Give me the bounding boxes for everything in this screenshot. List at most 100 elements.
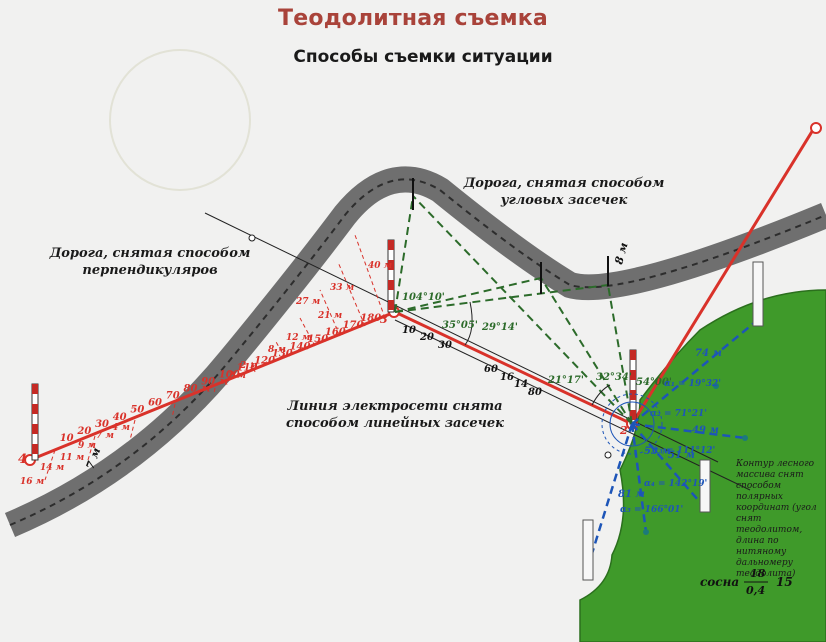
- station-label: 140: [290, 341, 311, 352]
- svg-text:21°17': 21°17': [547, 375, 584, 386]
- page-title: Теодолитная съемка: [278, 6, 548, 31]
- station-label: 60: [148, 398, 162, 409]
- svg-text:51 м: 51 м: [668, 450, 695, 461]
- svg-text:104°10': 104°10': [402, 292, 445, 303]
- offset-label: 9 м: [78, 441, 96, 451]
- segment2-labels: 10 20 30 60 16 14 80: [402, 325, 542, 398]
- svg-text:32°34': 32°34': [596, 372, 632, 383]
- page-subtitle: Способы съемки ситуации: [293, 47, 553, 67]
- svg-text:74 м: 74 м: [695, 348, 722, 359]
- svg-text:14: 14: [514, 379, 528, 390]
- tree-label: сосна 18 0,4 15: [700, 567, 793, 597]
- offset-label: 4 м: [112, 423, 130, 433]
- point-label-3: 3: [380, 313, 388, 326]
- offset-label: 12 м: [286, 333, 311, 343]
- offset-label: 14 м: [40, 463, 65, 473]
- background-decoration: [109, 49, 251, 191]
- offset-label: 7 м: [96, 431, 114, 441]
- station-label: 130: [272, 348, 293, 359]
- offset-labels: 16 м14 м11 м9 м7 м4 м2 м2 м8 м12 м27 м21…: [20, 261, 393, 487]
- station-label: 30: [95, 419, 109, 430]
- svg-text:дальномеру: дальномеру: [736, 558, 794, 568]
- offset-label: 33 м: [330, 283, 355, 293]
- station-label: 170: [343, 320, 364, 331]
- survey-pole-3: [387, 239, 395, 313]
- caption-road-perp-1: Дорога, снятая способом: [49, 246, 251, 261]
- svg-text:29°14': 29°14': [481, 322, 518, 333]
- svg-text:53 м: 53 м: [644, 446, 671, 457]
- survey-pole-4: [31, 383, 39, 461]
- svg-text:длина по: длина по: [736, 536, 779, 546]
- angle-labels: 104°10' 35°05' 29°14' 21°17' 32°34' 54°0…: [402, 292, 672, 388]
- station-label: 100: [219, 370, 240, 381]
- svg-text:координат (угол: координат (угол: [736, 502, 817, 513]
- svg-text:теодолитом,: теодолитом,: [736, 525, 802, 535]
- svg-text:α₄ = 142°19': α₄ = 142°19': [644, 479, 707, 489]
- svg-text:α₃ = 111°12': α₃ = 111°12': [652, 446, 715, 456]
- measure-line-2: [394, 319, 751, 491]
- angle-rays: [394, 195, 633, 425]
- station-label: 70: [166, 391, 180, 402]
- station-label: 10: [60, 433, 74, 444]
- caption-forest: Контур лесного массива снят способом пол…: [735, 459, 817, 579]
- svg-text:снят: снят: [736, 514, 761, 524]
- station-label: 50: [130, 405, 144, 416]
- station-label: 110: [237, 362, 258, 373]
- station-label: 90 м: [201, 377, 228, 388]
- svg-text:теодолита): теодолита): [736, 568, 796, 579]
- svg-text:10: 10: [402, 325, 416, 336]
- svg-text:массива снят: массива снят: [736, 470, 804, 480]
- svg-text:сосна: сосна: [700, 575, 739, 589]
- station-label: 150: [307, 334, 328, 345]
- caption-power-line-2: способом линейных засечек: [286, 416, 504, 431]
- point-marker-1: [810, 122, 822, 134]
- road-ticks: [412, 178, 609, 294]
- svg-text:полярных: полярных: [736, 492, 783, 502]
- offset-label: 2 м: [227, 371, 246, 381]
- perpendicular-offsets: [44, 234, 386, 481]
- offset-label: 27 м: [295, 297, 321, 307]
- offset-label: 16 м: [20, 477, 45, 487]
- svg-text:35°05': 35°05': [442, 320, 478, 331]
- offset-label: 11 м: [60, 453, 85, 463]
- point-label-4: 4: [18, 452, 27, 467]
- svg-text:α₅ = 166°01': α₅ = 166°01': [620, 505, 683, 515]
- svg-text:54°00': 54°00': [636, 377, 672, 388]
- station-label: 160: [325, 327, 346, 338]
- caption-road-perp-2: перпендикуляров: [82, 263, 217, 278]
- svg-text:15: 15: [776, 575, 793, 589]
- caption-power-line-1: Линия электросети снята: [286, 399, 502, 414]
- road-width-label: 8 м: [612, 241, 630, 266]
- polar-rays: [588, 317, 761, 561]
- station-label: 120: [254, 355, 275, 366]
- station-label: 20: [76, 426, 91, 437]
- svg-text:20: 20: [419, 332, 434, 343]
- level-rod-2: [582, 519, 594, 581]
- traverse-line: [29, 124, 818, 462]
- svg-text:0,4: 0,4: [746, 584, 765, 597]
- svg-text:нитяному: нитяному: [736, 547, 787, 557]
- svg-text:18: 18: [750, 567, 766, 580]
- svg-text:α₁ = 19°32': α₁ = 19°32': [664, 379, 721, 389]
- polar-angle-arcs: [601, 393, 663, 455]
- caption-road-angle-1: Дорога, снятая способом: [463, 176, 665, 191]
- svg-text:α₂ = 71°21': α₂ = 71°21': [650, 409, 707, 419]
- caption-road-angle-2: угловых засечек: [500, 193, 628, 208]
- offset-label: 2 м: [239, 361, 258, 371]
- svg-text:16: 16: [500, 372, 514, 383]
- level-rod-3: [699, 459, 711, 513]
- station-label: 40: [113, 412, 127, 423]
- point-label-2: 2: [619, 424, 628, 437]
- svg-text:80: 80: [528, 387, 542, 398]
- level-rod-1: [752, 261, 764, 327]
- svg-text:способом: способом: [736, 480, 781, 491]
- station-label: 80 м: [184, 384, 211, 395]
- svg-text:81 м: 81 м: [618, 489, 645, 500]
- offset-label: 40 м: [368, 261, 393, 271]
- svg-text:60: 60: [484, 364, 498, 375]
- svg-text:49 м: 49 м: [692, 425, 719, 436]
- svg-text:30: 30: [438, 340, 452, 351]
